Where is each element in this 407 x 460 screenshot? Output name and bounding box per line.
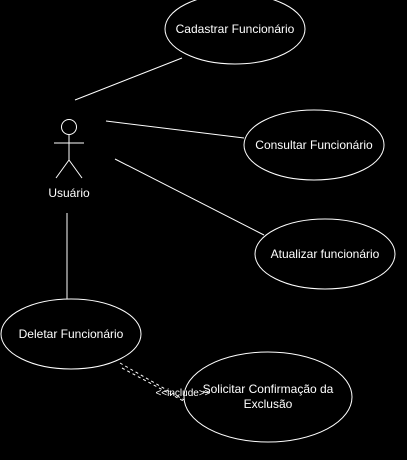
use-case-solicitar-label-line2: Exclusão	[244, 397, 293, 411]
use-case-consultar-label: Consultar Funcionário	[255, 138, 373, 152]
actor-usuario[interactable]: Usuário	[48, 119, 90, 201]
use-case-atualizar[interactable]: Atualizar funcionário	[254, 218, 396, 290]
use-case-atualizar-ellipse	[254, 218, 396, 290]
association-consultar	[105, 120, 245, 139]
use-case-cadastrar-label: Cadastrar Funcionário	[176, 22, 295, 36]
actor-label: Usuário	[48, 186, 90, 200]
use-case-atualizar-label: Atualizar funcionário	[271, 247, 380, 261]
use-case-deletar-ellipse	[0, 298, 142, 370]
include-line-a	[119, 362, 251, 439]
use-case-cadastrar[interactable]: Cadastrar Funcionário	[164, 0, 306, 65]
actor-left-leg	[55, 159, 70, 179]
use-case-solicitar-confirmacao[interactable]: Solicitar Confirmação da Exclusão	[183, 351, 353, 443]
use-case-consultar-ellipse	[243, 109, 385, 181]
use-case-consultar[interactable]: Consultar Funcionário	[243, 109, 385, 181]
use-case-deletar[interactable]: Deletar Funcionário	[0, 298, 142, 370]
actor-right-leg	[68, 159, 83, 179]
actor-head	[61, 119, 77, 135]
use-case-cadastrar-ellipse	[164, 0, 306, 65]
use-case-solicitar-label-line1: Solicitar Confirmação da	[203, 382, 334, 396]
association-cadastrar	[74, 57, 183, 101]
use-case-deletar-label: Deletar Funcionário	[19, 327, 124, 341]
use-case-solicitar-ellipse	[183, 351, 353, 443]
include-stereotype-label: <<include>>	[155, 388, 210, 399]
association-atualizar	[114, 158, 265, 236]
